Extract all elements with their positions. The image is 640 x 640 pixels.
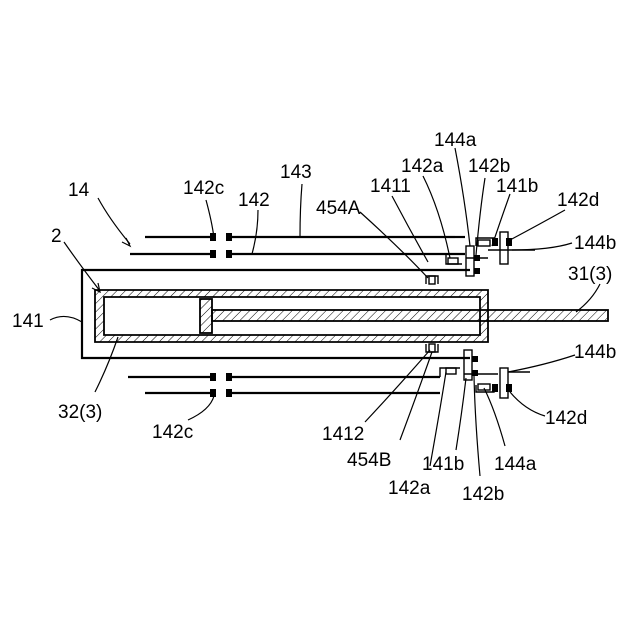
label-144b-top: 144b [574, 233, 616, 254]
rod-31 [212, 310, 608, 321]
label-142d-bottom: 142d [545, 408, 587, 429]
label-144b-bottom: 144b [574, 342, 616, 363]
label-142-top: 142 [238, 190, 270, 211]
seal-142c-bottom [210, 373, 232, 397]
label-141b-bottom: 141b [422, 454, 464, 475]
label-142b-bottom: 142b [462, 484, 504, 505]
label-2: 2 [51, 226, 62, 247]
label-144a-top: 144a [434, 130, 477, 151]
label-454B: 454B [347, 450, 391, 471]
label-1412: 1412 [322, 424, 364, 445]
label-142c-bottom: 142c [152, 422, 193, 443]
label-142a-bottom: 142a [388, 478, 431, 499]
label-144a-bottom: 144a [494, 454, 537, 475]
label-141: 141 [12, 311, 44, 332]
bracket-454B [426, 344, 438, 352]
label-142a-top: 142a [401, 156, 444, 177]
label-142c-top: 142c [183, 178, 224, 199]
label-142d-top: 142d [557, 190, 599, 211]
piston [200, 299, 212, 333]
label-1411: 1411 [370, 176, 411, 197]
label-454A: 454A [316, 198, 361, 219]
label-141b-top: 141b [496, 176, 538, 197]
label-14: 14 [68, 180, 90, 201]
label-31-3: 31(3) [568, 264, 612, 285]
label-32-3: 32(3) [58, 402, 102, 423]
label-143: 143 [280, 162, 312, 183]
label-142b-top: 142b [468, 156, 510, 177]
